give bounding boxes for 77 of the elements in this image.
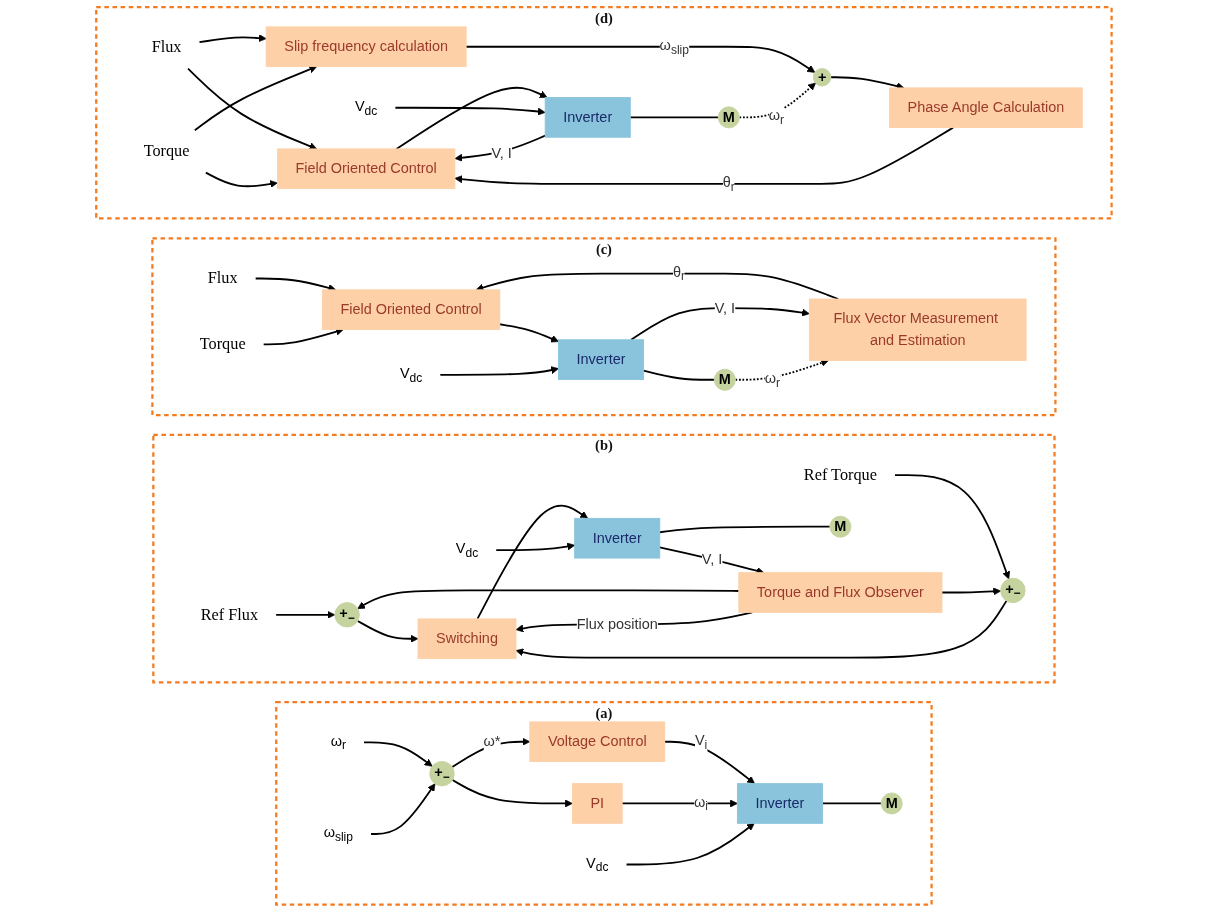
node-text: Torque: [199, 334, 246, 353]
edge-label: θ$_{r}$: [673, 264, 686, 284]
arrow: [630, 307, 810, 341]
edge-label: V$_{i}$: [694, 732, 708, 752]
node-text: Ref Torque: [803, 465, 877, 484]
node-text: Flux: [207, 269, 238, 288]
arrow: [941, 587, 1002, 596]
edge-label: θ$_{r}$: [722, 174, 735, 194]
edge-label: Flux position: [576, 616, 658, 632]
edge-label: V, I: [491, 145, 512, 161]
node-box: Voltage Control: [529, 721, 666, 763]
node-box: Field Oriented Control: [322, 289, 501, 330]
node-box: Slip frequency calculation: [265, 26, 467, 68]
arrow: [394, 106, 546, 116]
arrow: [356, 620, 419, 643]
arrow: [205, 171, 278, 188]
arrow: [370, 783, 436, 835]
node-circle: +$_{−}$: [334, 602, 360, 628]
arrow: [395, 86, 548, 150]
arrow: [475, 272, 840, 300]
arrow: [495, 542, 576, 552]
edge-label: V, I: [701, 551, 723, 567]
node-text: V$_{dc}$: [455, 540, 479, 560]
arrow: [625, 823, 755, 866]
node-box: Inverter: [574, 517, 661, 559]
node-box: Field Oriented Control: [277, 148, 456, 190]
node-circle: +$_{−}$: [429, 760, 455, 787]
arrow: [454, 134, 547, 162]
arrow: [198, 34, 267, 44]
node-text: Ref Flux: [200, 605, 259, 624]
connector: [629, 116, 720, 119]
connector: [658, 525, 831, 534]
arrow: [439, 366, 559, 376]
node-box: Torque and Flux Observer: [738, 572, 943, 613]
node-box: Switching: [417, 618, 517, 660]
arrow: [275, 610, 336, 619]
arrow: [451, 779, 573, 808]
arrow: [465, 45, 816, 73]
node-box: PI: [572, 783, 623, 824]
arrow: [621, 799, 738, 808]
arrow: [734, 359, 829, 381]
node-box: Inverter: [558, 339, 645, 380]
arrow: [498, 323, 559, 343]
arrow: [187, 67, 318, 150]
edge-label: V, I: [714, 300, 736, 316]
node-text: V$_{dc}$: [586, 854, 609, 875]
edge-label: ω$_{r}$: [768, 107, 785, 127]
node-circle: M: [880, 792, 903, 815]
arrow: [357, 589, 740, 609]
node-box: Inverter: [737, 783, 824, 824]
node-box: Flux Vector Measurement and Estimation: [809, 298, 1027, 361]
arrow: [451, 737, 531, 768]
node-box: Phase Angle Calculation: [889, 87, 1083, 129]
connector: [821, 802, 883, 805]
node-text: Torque: [143, 141, 190, 160]
edge-label: ω$_{r}$: [764, 370, 781, 390]
arrow: [894, 474, 1011, 580]
node-text: V$_{dc}$: [399, 365, 423, 385]
node-circle: +: [813, 68, 832, 87]
connector: [642, 369, 716, 381]
edge-label: ω$_{slip}$: [659, 37, 690, 57]
edge-label: ω$_{i}$: [694, 793, 709, 814]
node-text: Flux: [151, 37, 182, 56]
node-circle: +$_{−}$: [1000, 577, 1026, 604]
node-text: ω$_{slip}$: [323, 824, 354, 844]
arrow: [476, 504, 589, 620]
arrow: [454, 126, 955, 185]
edge-label: ω*: [483, 733, 501, 749]
arrow: [738, 82, 816, 119]
arrow: [363, 741, 433, 767]
node-box: Inverter: [544, 97, 631, 138]
node-circle: M: [713, 368, 736, 391]
node-text: V$_{dc}$: [355, 98, 378, 118]
node-text: ω$_{r}$: [330, 732, 347, 753]
arrow: [194, 65, 318, 132]
node-circle: M: [829, 515, 852, 538]
node-circle: M: [717, 106, 740, 129]
